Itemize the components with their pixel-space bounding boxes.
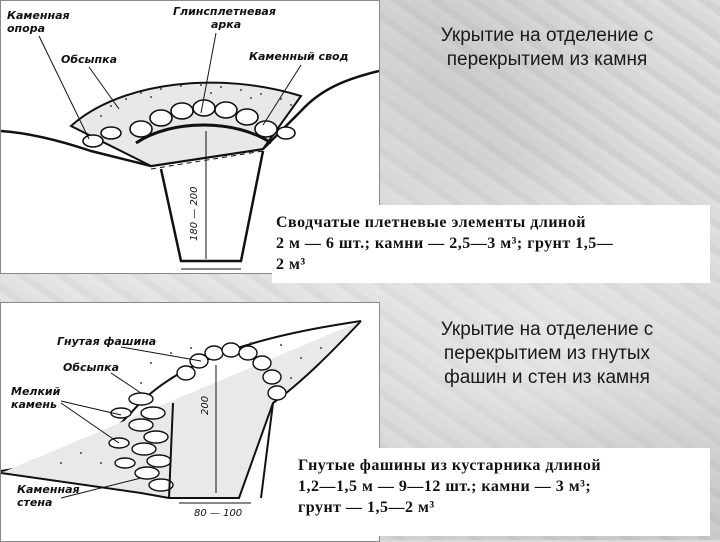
heading-line: перекрытием из камня xyxy=(446,49,648,70)
fill-texture xyxy=(100,84,292,117)
caption-line: грунт — 1,5—2 м³ xyxy=(298,499,435,516)
heading-line: Укрытие на отделение с xyxy=(440,25,654,46)
heading-line: Укрытие на отделение с xyxy=(440,319,654,340)
height-label: 200 xyxy=(200,396,211,415)
stone-arch xyxy=(82,99,296,148)
heading-stone-shelter: Укрытие на отделение с перекрытием из ка… xyxy=(404,24,690,72)
caption-line: 2 м — 6 шт.; камни — 2,5—3 м³; грунт 1,5… xyxy=(276,235,614,252)
trench-walls xyxy=(159,150,265,263)
label-stone-support-2: опора xyxy=(7,22,45,35)
label-stone-wall-2: стена xyxy=(17,496,52,509)
caption-line: 1,2—1,5 м — 9—12 шт.; камни — 3 м³; xyxy=(298,478,592,495)
height-label: 180 — 200 xyxy=(189,186,200,241)
label-fill: Обсыпка xyxy=(61,53,117,66)
fill-texture xyxy=(60,342,322,464)
label-wattle-arch-1: Глинсплетневая xyxy=(173,5,276,18)
leader-lines xyxy=(60,346,202,499)
label-small-stone-2: камень xyxy=(11,398,57,411)
label-bent-fascine: Гнутая фашина xyxy=(57,335,156,348)
leader-lines xyxy=(38,32,302,140)
label-stone-wall-1: Каменная xyxy=(17,483,80,496)
fill-mound xyxy=(69,81,303,168)
dashed-line xyxy=(150,150,264,170)
stone-vault-diagram: 180 — 200 80 Каменная опора Глинсплетнев… xyxy=(1,5,379,273)
stone-wall xyxy=(108,392,174,492)
caption-top-background xyxy=(272,205,710,283)
caption-line: Гнутые фашины из кустарника длиной xyxy=(298,457,602,474)
wattle-arch xyxy=(135,123,272,145)
heading-line: фашин и стен из камня xyxy=(444,367,650,388)
label-small-stone-1: Мелкий xyxy=(11,385,61,398)
label-stone-support-1: Каменная xyxy=(7,9,70,22)
label-fill: Обсыпка xyxy=(63,361,119,374)
caption-bottom-background xyxy=(292,448,710,536)
caption-fascine-shelter: Гнутые фашины из кустарника длиной 1,2—1… xyxy=(298,455,708,518)
label-stone-vault: Каменный свод xyxy=(249,50,349,63)
caption-line: 2 м³ xyxy=(276,256,306,273)
caption-line: Сводчатые плетневые элементы длиной xyxy=(276,214,586,231)
heading-line: перекрытием из гнутых xyxy=(443,343,651,364)
width-label: 80 — 100 xyxy=(194,508,242,519)
label-wattle-arch-2: арка xyxy=(211,18,241,31)
width-label: 80 xyxy=(204,272,217,273)
figure-fascine-shelter: 200 80 — 100 Гнутая фашина Обсыпка Мелки… xyxy=(0,302,380,542)
fascine-diagram: 200 80 — 100 Гнутая фашина Обсыпка Мелки… xyxy=(1,320,362,519)
trench-walls xyxy=(168,402,274,499)
fascine-arch xyxy=(176,342,287,401)
heading-fascine-shelter: Укрытие на отделение с перекрытием из гн… xyxy=(404,318,690,390)
caption-stone-shelter: Сводчатые плетневые элементы длиной 2 м … xyxy=(276,212,706,275)
